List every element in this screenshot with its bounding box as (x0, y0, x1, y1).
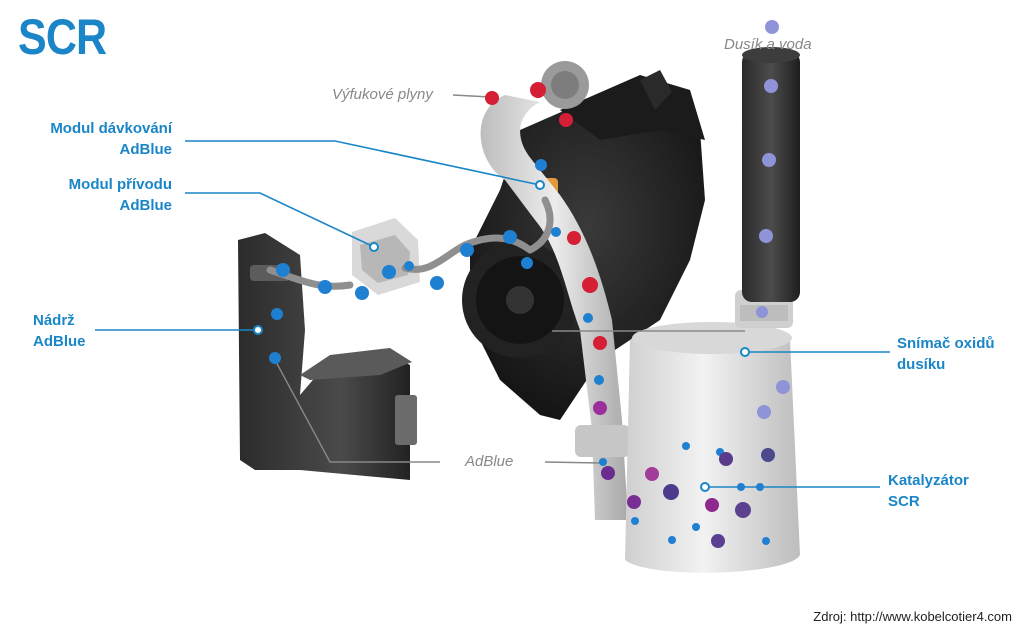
label-supply-module-line2: AdBlue (119, 197, 173, 214)
exhaust-stack (742, 47, 800, 302)
nitrogen-water-dots (756, 20, 790, 419)
exhaust-pipe (480, 95, 630, 520)
callout-markers (253, 180, 750, 492)
label-supply-module: Modul přívodu AdBlue (12, 174, 172, 216)
label-tank-line1: Nádrž (33, 312, 75, 329)
leader-lines (95, 140, 890, 488)
label-catalyst-line1: Katalyzátor (888, 472, 969, 489)
scr-catalyst-unit (625, 290, 800, 573)
adblue-dots (269, 159, 770, 545)
label-catalyst-line2: SCR (888, 493, 920, 510)
label-nox-sensor-line1: Snímač oxidů (897, 335, 995, 352)
label-nox-sensor: Snímač oxidů dusíku (897, 333, 1017, 375)
page-title: SCR (18, 9, 107, 65)
label-tank: Nádrž AdBlue (33, 310, 123, 352)
label-tank-line2: AdBlue (33, 333, 86, 350)
adblue-tank (238, 233, 417, 480)
source-credit: Zdroj: http://www.kobelcotier4.com (813, 609, 1012, 624)
label-adblue: AdBlue (465, 453, 514, 470)
mixed-dots (593, 401, 775, 548)
label-catalyst: Katalyzátor SCR (888, 470, 1008, 512)
adblue-supply-module (352, 218, 420, 295)
gray-leader-lines (274, 94, 745, 464)
label-exhaust-gases: Výfukové plyny (332, 86, 433, 103)
label-dosing-module-line1: Modul dávkování (50, 120, 172, 137)
label-dosing-module: Modul dávkování AdBlue (12, 118, 172, 160)
label-nitrogen-water: Dusík a voda (724, 36, 812, 53)
label-supply-module-line1: Modul přívodu (68, 176, 172, 193)
label-dosing-module-line2: AdBlue (119, 141, 173, 158)
label-nox-sensor-line2: dusíku (897, 356, 946, 373)
